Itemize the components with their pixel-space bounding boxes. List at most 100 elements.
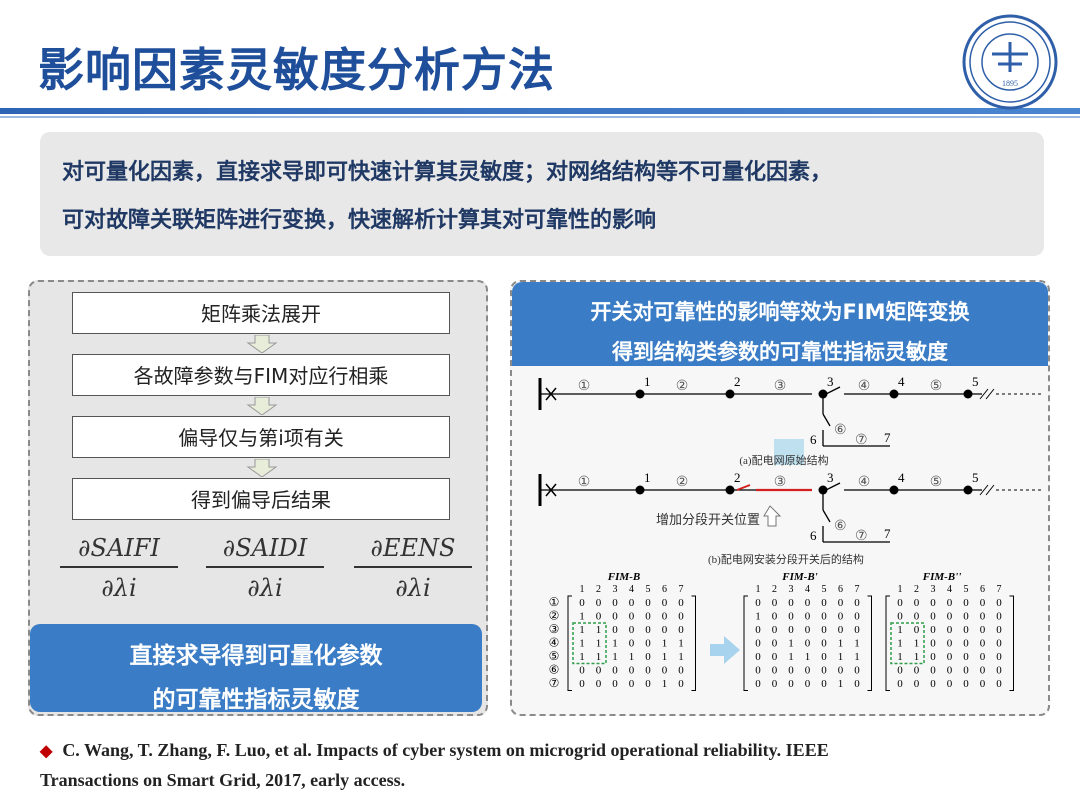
matrix-cell: 0 xyxy=(897,678,903,690)
node-label: 6 xyxy=(810,432,817,447)
matrix-cell: 0 xyxy=(838,624,844,636)
matrix-cell: 0 xyxy=(821,638,827,650)
matrix-cell: 0 xyxy=(755,665,761,677)
matrix-cell: 0 xyxy=(678,597,684,609)
matrix-cell: 0 xyxy=(996,638,1002,650)
highlight-box xyxy=(572,622,607,665)
branch-label: ⑤ xyxy=(930,379,943,394)
switch-open xyxy=(825,386,841,395)
matrix-col-header: 4 xyxy=(629,584,634,595)
citation-line-1: C. Wang, T. Zhang, F. Luo, et al. Impact… xyxy=(62,740,829,760)
matrix-cell: 1 xyxy=(838,678,844,690)
step-box-4: 得到偏导后结果 xyxy=(72,478,450,520)
matrix-cell: 0 xyxy=(930,678,936,690)
matrix-col-header: 6 xyxy=(838,584,843,595)
node-label: 4 xyxy=(898,470,905,485)
matrix-cell: 1 xyxy=(579,611,585,623)
matrix-cell: 0 xyxy=(914,611,920,623)
matrix-cell: 0 xyxy=(963,678,969,690)
matrix-cell: 0 xyxy=(662,665,668,677)
matrix-cell: 0 xyxy=(805,597,811,609)
matrix-cell: 0 xyxy=(930,624,936,636)
bus-node xyxy=(889,389,899,399)
matrix-cell: 0 xyxy=(838,665,844,677)
node-label: 2 xyxy=(734,374,741,389)
matrix-cell: 0 xyxy=(788,597,794,609)
matrix-cell: 1 xyxy=(596,651,602,663)
matrix-title: FIM-B' xyxy=(781,572,817,583)
conclusion-line-2: 的可靠性指标灵敏度 xyxy=(152,687,360,713)
matrix-cell: 1 xyxy=(854,638,860,650)
formula-denominator: ∂λi xyxy=(395,574,431,602)
matrix-cell: 0 xyxy=(612,611,618,623)
branch-label: ⑦ xyxy=(855,433,868,448)
right-header-line-1: 开关对可靠性的影响等效为FIM矩阵变换 xyxy=(590,300,970,324)
switch-open xyxy=(825,482,841,491)
matrix-cell: 0 xyxy=(947,638,953,650)
matrix-cell: 0 xyxy=(629,611,635,623)
matrix-cell: 0 xyxy=(645,665,651,677)
formula-numerator: ∂EENS xyxy=(354,534,472,568)
matrix-cell: 0 xyxy=(854,624,860,636)
matrix-cell: 0 xyxy=(930,638,936,650)
matrix-cell: 0 xyxy=(612,597,618,609)
branch-label: ⑥ xyxy=(834,519,847,534)
formula-denominator: ∂λi xyxy=(247,574,283,602)
matrix-cell: 0 xyxy=(963,611,969,623)
matrix-cell: 0 xyxy=(772,678,778,690)
matrix-cell: 0 xyxy=(678,678,684,690)
matrix-cell: 1 xyxy=(838,638,844,650)
matrix-cell: 1 xyxy=(788,651,794,663)
matrix-cell: 0 xyxy=(755,651,761,663)
matrix-row-label: ④ xyxy=(549,636,560,650)
conclusion-line-1: 直接求导得到可量化参数 xyxy=(129,643,383,669)
matrix-col-header: 3 xyxy=(931,584,936,595)
matrix-cell: 0 xyxy=(996,665,1002,677)
matrix-cell: 0 xyxy=(947,678,953,690)
sectionalizer-switch xyxy=(736,484,751,491)
step-box-2: 各故障参数与FIM对应行相乘 xyxy=(72,354,450,396)
matrix-cell: 0 xyxy=(821,624,827,636)
matrix-cell: 0 xyxy=(755,624,761,636)
matrix-cell: 1 xyxy=(662,678,668,690)
matrix-cell: 1 xyxy=(612,651,618,663)
matrix-cell: 0 xyxy=(612,624,618,636)
up-arrow-icon xyxy=(763,505,782,527)
matrix-cell: 0 xyxy=(821,665,827,677)
page-title: 影响因素灵敏度分析方法 xyxy=(38,43,555,97)
matrix-col-header: 6 xyxy=(980,584,985,595)
matrix-cell: 0 xyxy=(662,597,668,609)
matrix-row-label: ⑤ xyxy=(549,649,560,663)
matrix-cell: 0 xyxy=(914,665,920,677)
matrix-cell: 1 xyxy=(897,651,903,663)
branch-label: ① xyxy=(578,379,591,394)
down-arrow-icon xyxy=(246,335,278,353)
matrix-cell: 0 xyxy=(897,665,903,677)
lateral-switch xyxy=(822,509,831,523)
matrix-cell: 0 xyxy=(963,597,969,609)
matrix-cell: 1 xyxy=(579,651,585,663)
matrix-row-label: ② xyxy=(549,609,560,623)
node-label: 7 xyxy=(884,430,891,445)
matrix-cell: 0 xyxy=(854,665,860,677)
matrix-cell: 1 xyxy=(805,651,811,663)
node-label: 6 xyxy=(810,528,817,543)
matrix-cell: 0 xyxy=(930,651,936,663)
matrix-bracket-left xyxy=(567,595,572,691)
node-label: 3 xyxy=(827,374,834,389)
matrix-cell: 0 xyxy=(805,624,811,636)
matrix-cell: 0 xyxy=(980,651,986,663)
line-break-icon xyxy=(979,484,995,496)
matrix-cell: 0 xyxy=(914,624,920,636)
branch-label: ④ xyxy=(858,475,871,490)
matrix-cell: 0 xyxy=(772,665,778,677)
matrix-cell: 1 xyxy=(854,651,860,663)
bus-node xyxy=(635,485,645,495)
matrix-cell: 0 xyxy=(629,624,635,636)
matrix-cell: 1 xyxy=(579,638,585,650)
matrix-title: FIM-B xyxy=(607,572,640,583)
matrix-bracket-right xyxy=(1009,595,1014,691)
